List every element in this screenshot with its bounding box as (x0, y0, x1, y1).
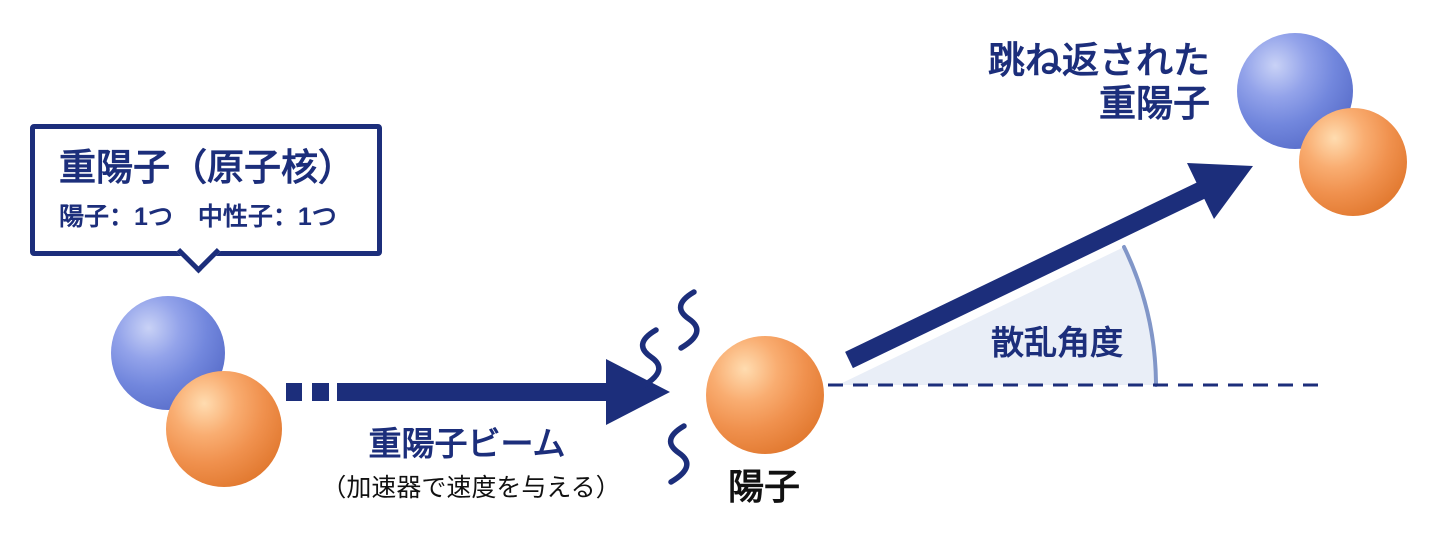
collision-squiggle-bottom (668, 423, 690, 485)
callout-title: 重陽子（原子核） (59, 147, 355, 188)
beam-arrow-head (606, 359, 670, 425)
scattered-arrow-head (1187, 163, 1253, 219)
target-proton-sphere (706, 336, 824, 454)
scattered-arrow (845, 163, 1253, 369)
scattered-label-line2: 重陽子 (1099, 82, 1210, 124)
beam-arrow-dash (286, 383, 302, 401)
scattering-angle-arc (1122, 245, 1158, 387)
beam-arrow (286, 359, 670, 425)
scattering-angle-label: 散乱角度 (991, 324, 1123, 361)
collision-squiggle-top (678, 289, 700, 351)
scattered-proton-sphere (1299, 108, 1407, 216)
scattered-arrow-shaft (845, 181, 1206, 369)
scattering-angle-wedge (838, 247, 1156, 385)
collision-squiggle-middle (640, 327, 662, 389)
beam-arrow-dash (312, 383, 329, 401)
deuteron-callout: 重陽子（原子核） 陽子：1つ 中性子：1つ (30, 124, 382, 274)
scattered-label-line1: 跳ね返された (988, 40, 1210, 81)
target-proton-label: 陽子 (727, 466, 801, 507)
callout-subtitle: 陽子：1つ 中性子：1つ (59, 203, 337, 232)
deuteron-proton-sphere (166, 371, 282, 487)
beam-label: 重陽子ビーム (368, 425, 566, 462)
beam-sublabel: （加速器で速度を与える） (321, 474, 621, 502)
collision-marks-icon (640, 289, 700, 485)
scattered-deuteron-label: 跳ね返された 重陽子 (988, 40, 1210, 125)
